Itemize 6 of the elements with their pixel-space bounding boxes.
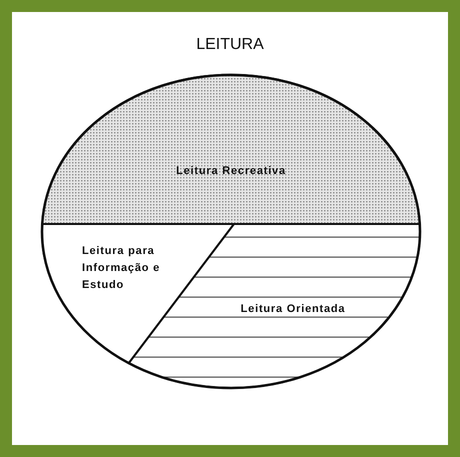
diagram-title: LEITURA bbox=[196, 36, 264, 53]
segment-label: Leitura para Informação e Estudo bbox=[82, 244, 162, 293]
segment-label: Leitura Recreativa bbox=[175, 164, 287, 179]
segment-label: Leitura Orientada bbox=[240, 302, 346, 317]
pie-segment bbox=[42, 75, 420, 224]
pie-segment bbox=[42, 224, 234, 364]
